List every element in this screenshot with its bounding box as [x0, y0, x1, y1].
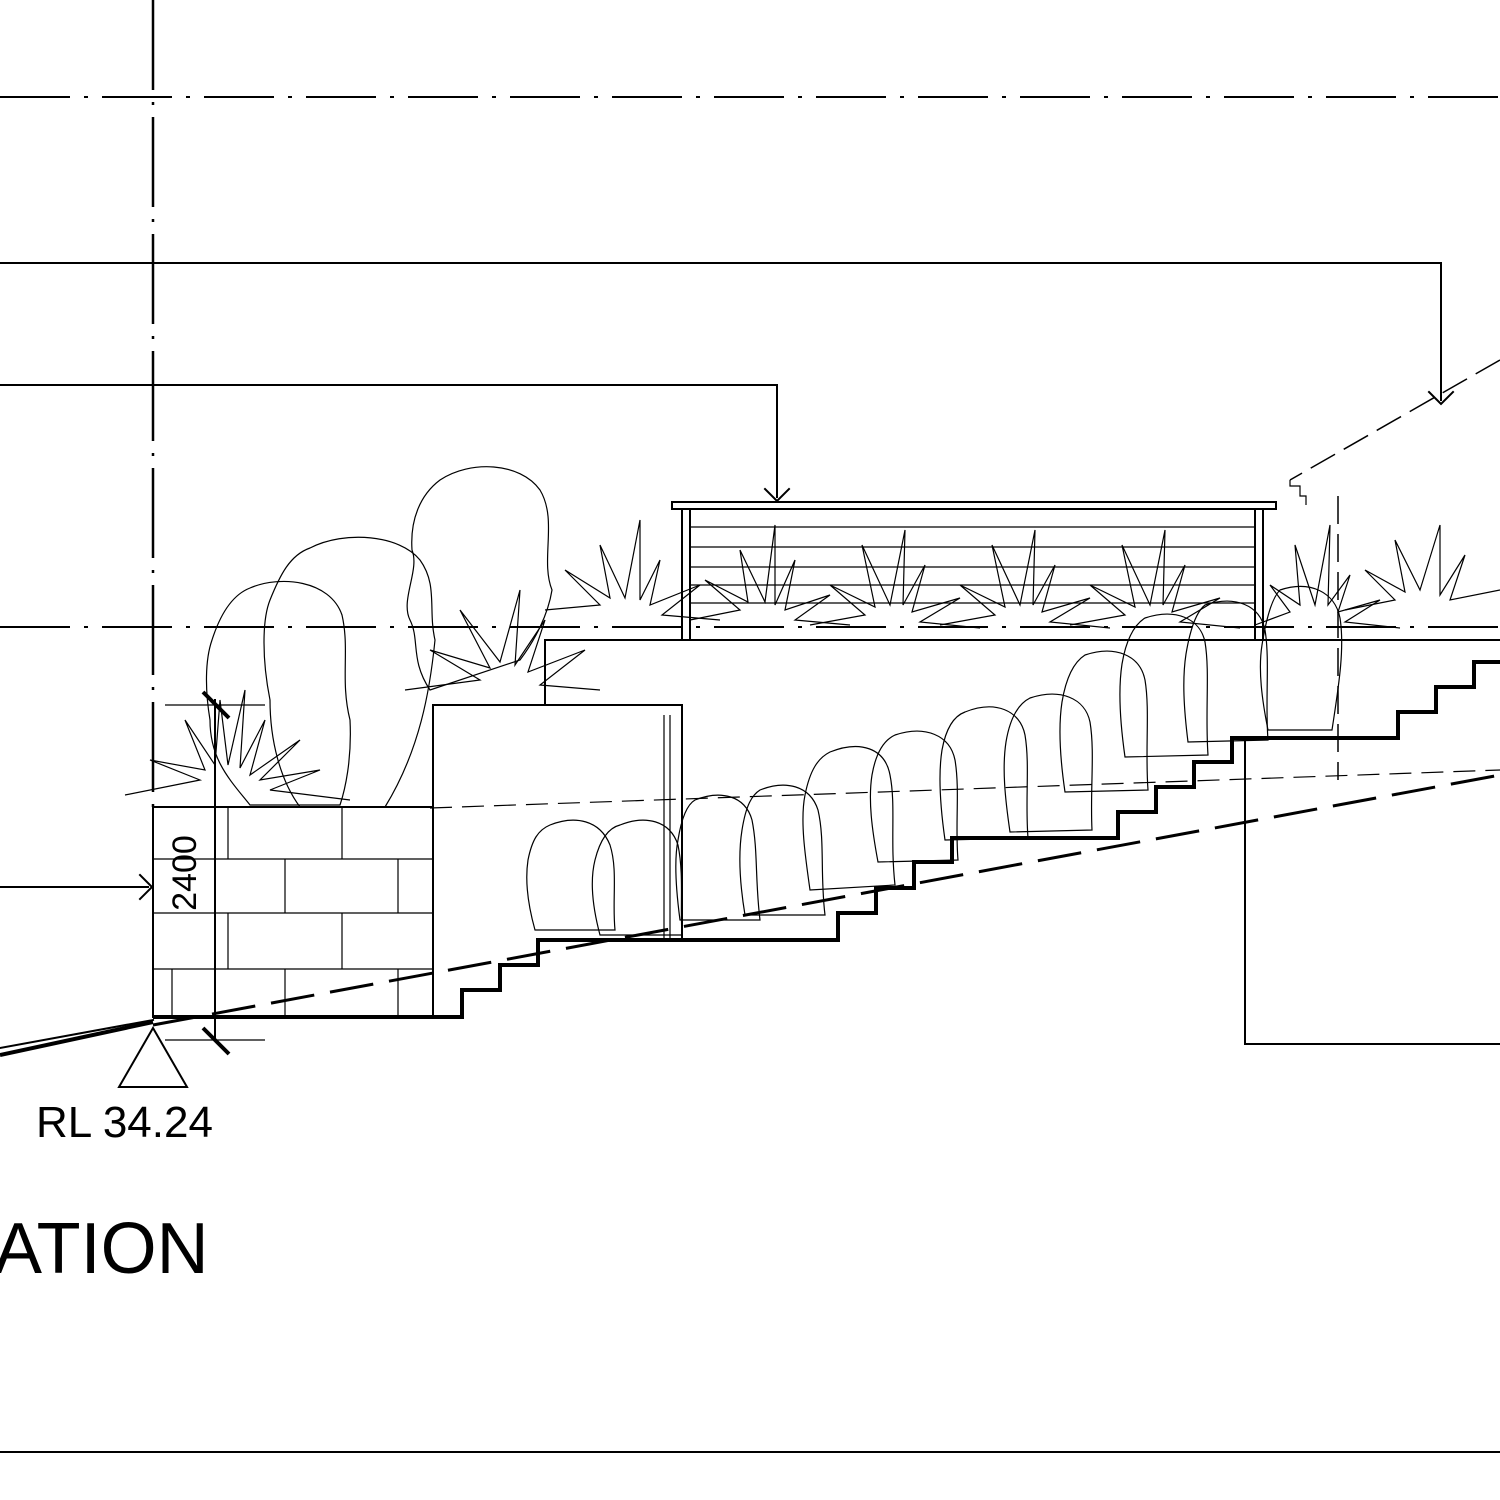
height-dimension: 2400 — [165, 690, 265, 1056]
upper-terrace — [544, 501, 1500, 706]
grass-icon — [939, 529, 1111, 629]
shrub-icon — [1183, 600, 1269, 743]
block-retaining-wall — [152, 806, 434, 1018]
shrub-icon — [675, 794, 761, 921]
eave-detail — [1289, 480, 1307, 505]
shrub-icon — [1059, 650, 1149, 793]
planter-block — [432, 704, 683, 1018]
shrub-icon — [263, 536, 436, 808]
level-label: RL 34.24 — [36, 1098, 213, 1147]
shrub-icon — [406, 466, 553, 691]
grasses — [124, 519, 1500, 801]
shrub-icon — [802, 745, 896, 891]
stepped-stair-profile — [153, 660, 1500, 1019]
grass-icon — [544, 519, 721, 621]
grass-icon — [689, 524, 851, 626]
shrub-icon — [591, 819, 683, 936]
leader-lines — [0, 262, 1455, 901]
shrub-icon — [869, 730, 959, 863]
planter-outline — [432, 704, 683, 1018]
fence-cap — [671, 501, 1277, 510]
upper-leader-line — [0, 262, 1442, 401]
shrub-icon — [739, 784, 826, 916]
terrace-edge — [544, 639, 1500, 706]
grass-icon — [1254, 524, 1401, 629]
shrub-icon — [1003, 693, 1093, 833]
dimension-label: 2400 — [166, 835, 204, 911]
dimension-tick-bottom-icon — [201, 1026, 231, 1056]
level-triangle-icon — [117, 1025, 189, 1088]
shrub-icon — [526, 819, 616, 931]
existing-house-outline — [429, 359, 1500, 809]
grass-icon — [404, 589, 601, 691]
shrub-icon — [939, 706, 1029, 841]
datum-lines — [0, 0, 1500, 1453]
right-structure-outline — [1244, 739, 1500, 1045]
shrub-icon — [205, 580, 351, 806]
grass-icon — [1069, 529, 1241, 629]
natural-ground-line — [429, 769, 1500, 809]
existing-ground-dashed — [152, 773, 1500, 1027]
grass-icon — [1344, 524, 1500, 611]
grass-icon — [124, 689, 351, 801]
shrub-icon — [1119, 613, 1209, 758]
lower-leader-line — [0, 384, 778, 498]
upper-leader-arrow-icon — [1427, 390, 1455, 406]
shrub-icon — [1259, 585, 1343, 731]
ground-line-left-b — [0, 1018, 155, 1050]
ground-line-left — [0, 1020, 154, 1057]
shrubs — [205, 466, 1343, 936]
drawing-title: ATION — [0, 1209, 209, 1289]
level-marker: RL 34.24 — [36, 1025, 213, 1147]
ground-lines — [0, 773, 1500, 1057]
roof-line — [1289, 359, 1500, 481]
grass-icon — [809, 529, 981, 629]
